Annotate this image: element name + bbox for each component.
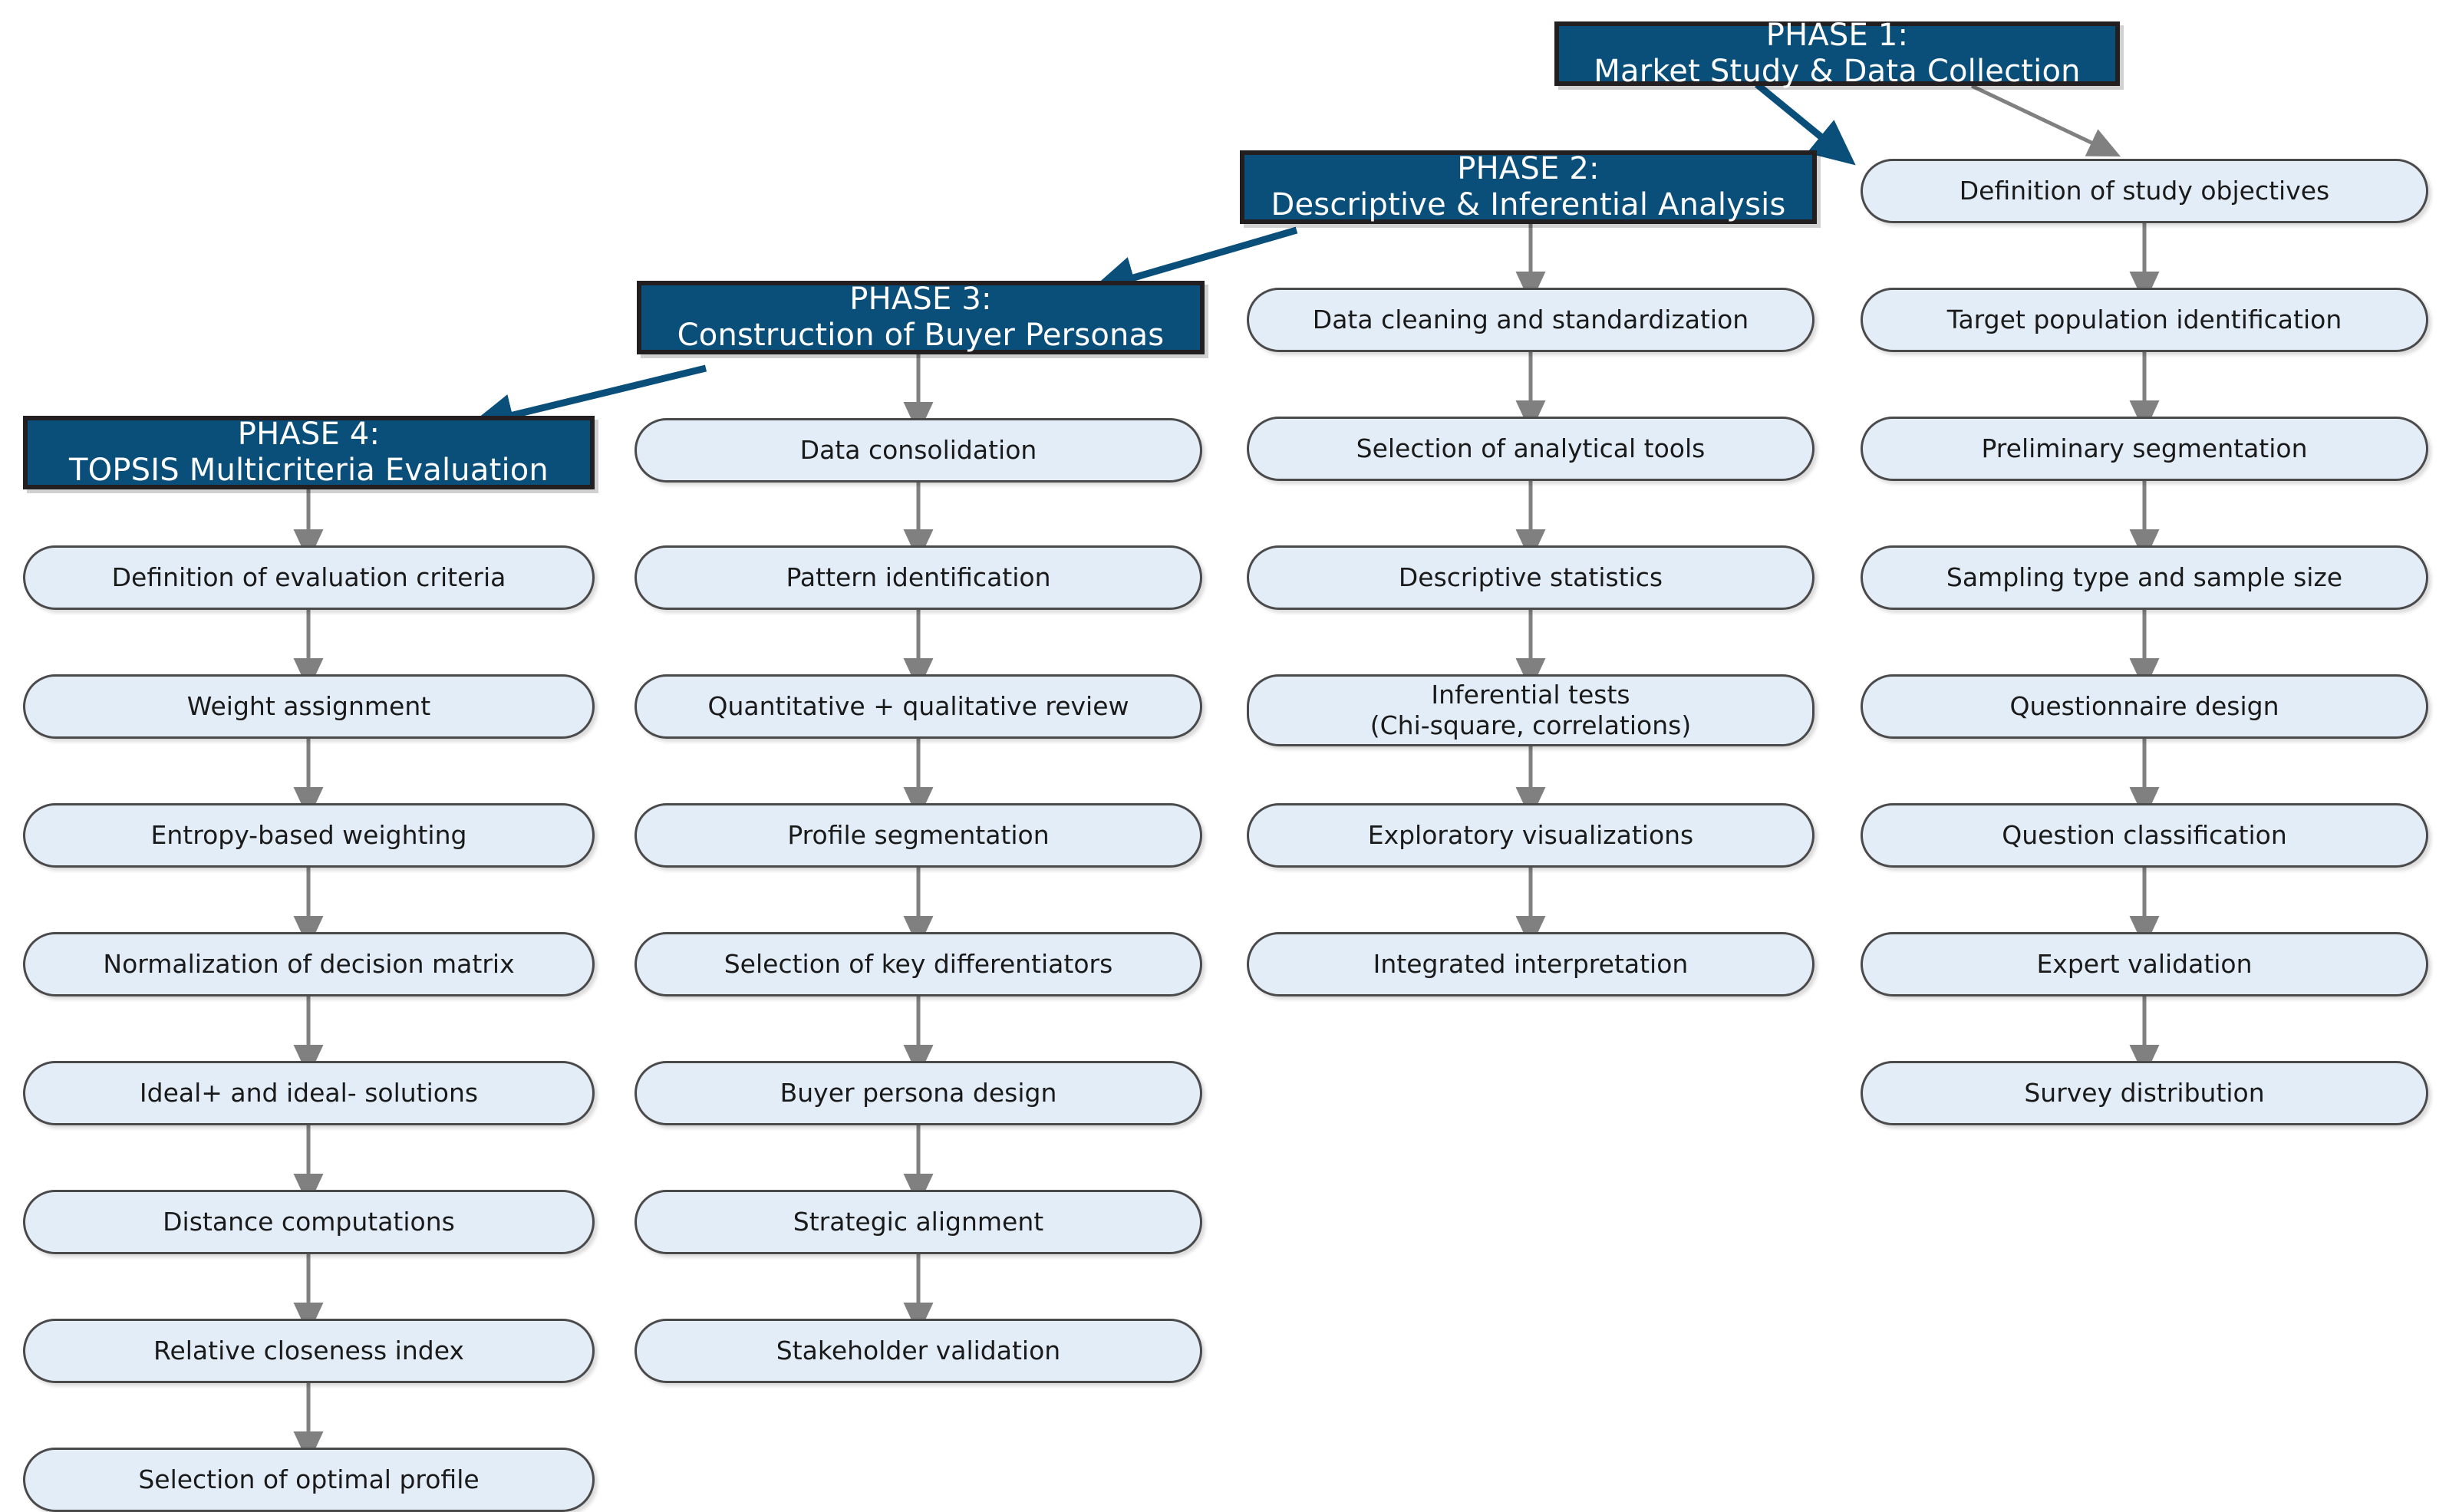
step-label: Entropy-based weighting: [150, 819, 467, 850]
phase-4-header-label: PHASE 4: TOPSIS Multicriteria Evaluation: [69, 416, 549, 488]
step-label: Weight assignment: [186, 690, 431, 721]
step-label: Strategic alignment: [793, 1206, 1044, 1237]
link-phase-3-to-phase-4: [468, 364, 707, 436]
phase-2-header[interactable]: PHASE 2: Descriptive & Inferential Analy…: [1240, 150, 1817, 224]
step-quantitative-qualitative-review[interactable]: Quantitative + qualitative review: [634, 674, 1202, 739]
step-label: Questionnaire design: [2009, 690, 2279, 721]
step-label: Exploratory visualizations: [1367, 819, 1694, 850]
step-selection-of-key-differentiators[interactable]: Selection of key differentiators: [634, 932, 1202, 996]
step-exploratory-visualizations[interactable]: Exploratory visualizations: [1247, 803, 1815, 868]
step-profile-segmentation[interactable]: Profile segmentation: [634, 803, 1202, 868]
step-strategic-alignment[interactable]: Strategic alignment: [634, 1190, 1202, 1254]
step-stakeholder-validation[interactable]: Stakeholder validation: [634, 1319, 1202, 1383]
step-label: Quantitative + qualitative review: [707, 690, 1129, 721]
step-integrated-interpretation[interactable]: Integrated interpretation: [1247, 932, 1815, 996]
step-question-classification[interactable]: Question classification: [1861, 803, 2428, 868]
link-phase-2-to-phase-3: [1089, 226, 1298, 298]
step-buyer-persona-design[interactable]: Buyer persona design: [634, 1061, 1202, 1125]
step-sampling-type-and-sample-size[interactable]: Sampling type and sample size: [1861, 545, 2428, 610]
step-label: Survey distribution: [2024, 1077, 2265, 1108]
phase-3-header-label: PHASE 3: Construction of Buyer Personas: [677, 281, 1165, 353]
step-label: Data cleaning and standardization: [1312, 304, 1749, 334]
step-inferential-tests[interactable]: Inferential tests (Chi-square, correlati…: [1247, 674, 1815, 746]
step-label: Preliminary segmentation: [1981, 433, 2308, 463]
step-weight-assignment[interactable]: Weight assignment: [23, 674, 595, 739]
step-label: Ideal+ and ideal- solutions: [139, 1077, 479, 1108]
step-label: Relative closeness index: [153, 1335, 464, 1365]
step-expert-validation[interactable]: Expert validation: [1861, 932, 2428, 996]
step-label: Selection of analytical tools: [1356, 433, 1706, 463]
step-selection-of-optimal-profile[interactable]: Selection of optimal profile: [23, 1448, 595, 1512]
phase-link-arrows: [468, 81, 1856, 436]
step-label: Stakeholder validation: [776, 1335, 1061, 1365]
step-distance-computations[interactable]: Distance computations: [23, 1190, 595, 1254]
step-label: Profile segmentation: [787, 819, 1050, 850]
step-target-population-identification[interactable]: Target population identification: [1861, 288, 2428, 352]
phase-4-header[interactable]: PHASE 4: TOPSIS Multicriteria Evaluation: [23, 416, 595, 489]
step-data-consolidation[interactable]: Data consolidation: [634, 418, 1202, 483]
step-label: Definition of study objectives: [1959, 175, 2330, 206]
step-normalization-of-decision-matrix[interactable]: Normalization of decision matrix: [23, 932, 595, 996]
step-definition-of-evaluation-criteria[interactable]: Definition of evaluation criteria: [23, 545, 595, 610]
phase-3-header[interactable]: PHASE 3: Construction of Buyer Personas: [637, 281, 1205, 354]
link-phase-1-to-phase-2: [1755, 81, 1856, 166]
phase-1-header[interactable]: PHASE 1: Market Study & Data Collection: [1554, 18, 2120, 89]
link-phase-1-to-study-objectives: [1970, 84, 2121, 156]
step-selection-of-analytical-tools[interactable]: Selection of analytical tools: [1247, 417, 1815, 481]
step-pattern-identification[interactable]: Pattern identification: [634, 545, 1202, 610]
step-label: Selection of key differentiators: [723, 948, 1113, 979]
step-descriptive-statistics[interactable]: Descriptive statistics: [1247, 545, 1815, 610]
step-label: Inferential tests (Chi-square, correlati…: [1370, 679, 1692, 740]
step-definition-of-study-objectives[interactable]: Definition of study objectives: [1861, 159, 2428, 223]
phase-1-header-label: PHASE 1: Market Study & Data Collection: [1594, 17, 2081, 89]
step-label: Normalization of decision matrix: [103, 948, 515, 979]
step-label: Descriptive statistics: [1398, 562, 1663, 592]
step-ideal-plus-and-ideal-minus-solutions[interactable]: Ideal+ and ideal- solutions: [23, 1061, 595, 1125]
phase-2-header-label: PHASE 2: Descriptive & Inferential Analy…: [1271, 150, 1786, 222]
step-label: Integrated interpretation: [1373, 948, 1689, 979]
step-label: Question classification: [2002, 819, 2287, 850]
branch-link-arrow: [1970, 84, 2121, 156]
step-label: Definition of evaluation criteria: [111, 562, 506, 592]
step-relative-closeness-index[interactable]: Relative closeness index: [23, 1319, 595, 1383]
step-label: Pattern identification: [786, 562, 1051, 592]
step-survey-distribution[interactable]: Survey distribution: [1861, 1061, 2428, 1125]
step-label: Expert validation: [2036, 948, 2253, 979]
step-questionnaire-design[interactable]: Questionnaire design: [1861, 674, 2428, 739]
step-preliminary-segmentation[interactable]: Preliminary segmentation: [1861, 417, 2428, 481]
step-label: Distance computations: [163, 1206, 455, 1237]
step-label: Selection of optimal profile: [138, 1464, 480, 1494]
step-label: Data consolidation: [799, 434, 1037, 465]
step-label: Target population identification: [1946, 304, 2342, 334]
step-entropy-based-weighting[interactable]: Entropy-based weighting: [23, 803, 595, 868]
step-data-cleaning-and-standardization[interactable]: Data cleaning and standardization: [1247, 288, 1815, 352]
step-label: Sampling type and sample size: [1946, 562, 2343, 592]
step-label: Buyer persona design: [780, 1077, 1057, 1108]
